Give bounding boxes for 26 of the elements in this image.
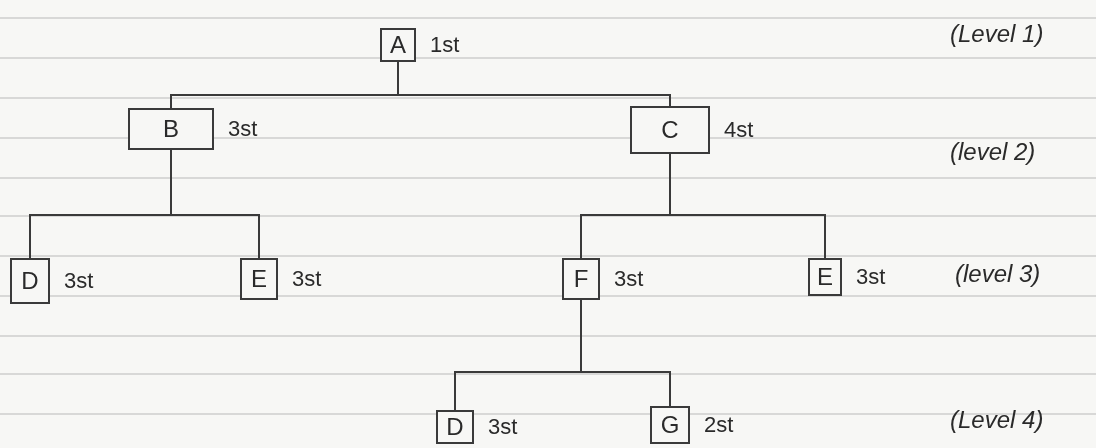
node-annotation: 3st (856, 266, 886, 288)
node-box: G (650, 406, 690, 444)
connector-line (669, 153, 826, 259)
node-box: B (128, 108, 214, 150)
level-label: (level 2) (950, 140, 1036, 164)
node-annotation: 4st (724, 119, 754, 141)
node-box: D (10, 258, 50, 304)
node-annotation: 3st (488, 416, 518, 438)
node-box: E (808, 258, 842, 296)
connector-line (170, 149, 260, 259)
node-box: E (240, 258, 278, 300)
node-box: C (630, 106, 710, 154)
node-annotation: 3st (292, 268, 322, 290)
connector-line (397, 61, 671, 107)
node-annotation: 3st (228, 118, 258, 140)
node-annotation: 3st (64, 270, 94, 292)
level-label: (Level 1) (950, 22, 1044, 46)
node-annotation: 2st (704, 414, 734, 436)
node-annotation: 1st (430, 34, 460, 56)
node-annotation: 3st (614, 268, 644, 290)
level-label: (Level 4) (950, 408, 1044, 432)
node-box: D (436, 410, 474, 444)
node-box: F (562, 258, 600, 300)
node-box: A (380, 28, 416, 62)
connector-line (580, 299, 671, 407)
level-label: (level 3) (955, 262, 1041, 286)
